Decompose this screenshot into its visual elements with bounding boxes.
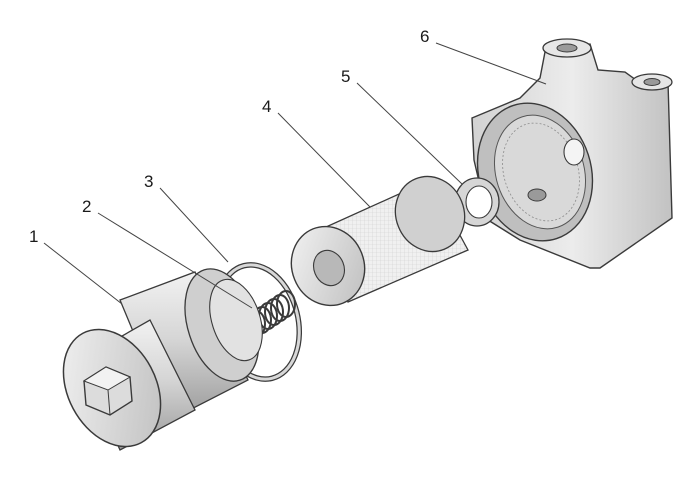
label-part-4: 4 [262,97,271,116]
leader-line-2 [97,212,253,309]
part-1-cap [62,268,263,451]
leader-line-3 [159,187,229,263]
leader-lines [43,42,547,309]
part-4-filter-element [290,175,469,307]
leader-line-5 [356,82,463,185]
leader-line-1 [43,242,123,305]
leader-line-4 [277,112,371,208]
label-part-2: 2 [82,197,91,216]
label-part-1: 1 [29,227,38,246]
label-part-6: 6 [420,27,429,46]
label-part-5: 5 [341,67,350,86]
part-5-o-ring [454,177,500,227]
part-6-housing [471,38,673,269]
label-part-3: 3 [144,172,153,191]
leader-line-6 [435,42,547,85]
